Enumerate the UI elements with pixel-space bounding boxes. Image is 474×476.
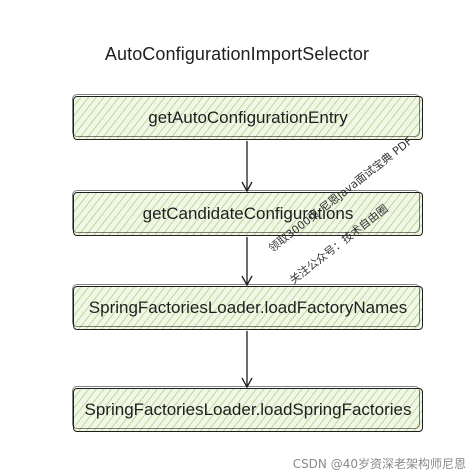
node-load-spring-factories: SpringFactoriesLoader.loadSpringFactorie… [72, 386, 423, 432]
footer-credit: CSDN @40岁资深老架构师尼恩 [292, 457, 466, 471]
node-label: getCandidateConfigurations [142, 204, 354, 223]
diagram-title: AutoConfigurationImportSelector [104, 44, 370, 64]
node-load-factory-names: SpringFactoriesLoader.loadFactoryNames [72, 284, 423, 330]
node-label: getAutoConfigurationEntry [148, 108, 348, 127]
node-get-auto-configuration-entry: getAutoConfigurationEntry [72, 94, 423, 140]
node-label: SpringFactoriesLoader.loadSpringFactorie… [84, 400, 412, 419]
node-label: SpringFactoriesLoader.loadFactoryNames [88, 298, 408, 317]
